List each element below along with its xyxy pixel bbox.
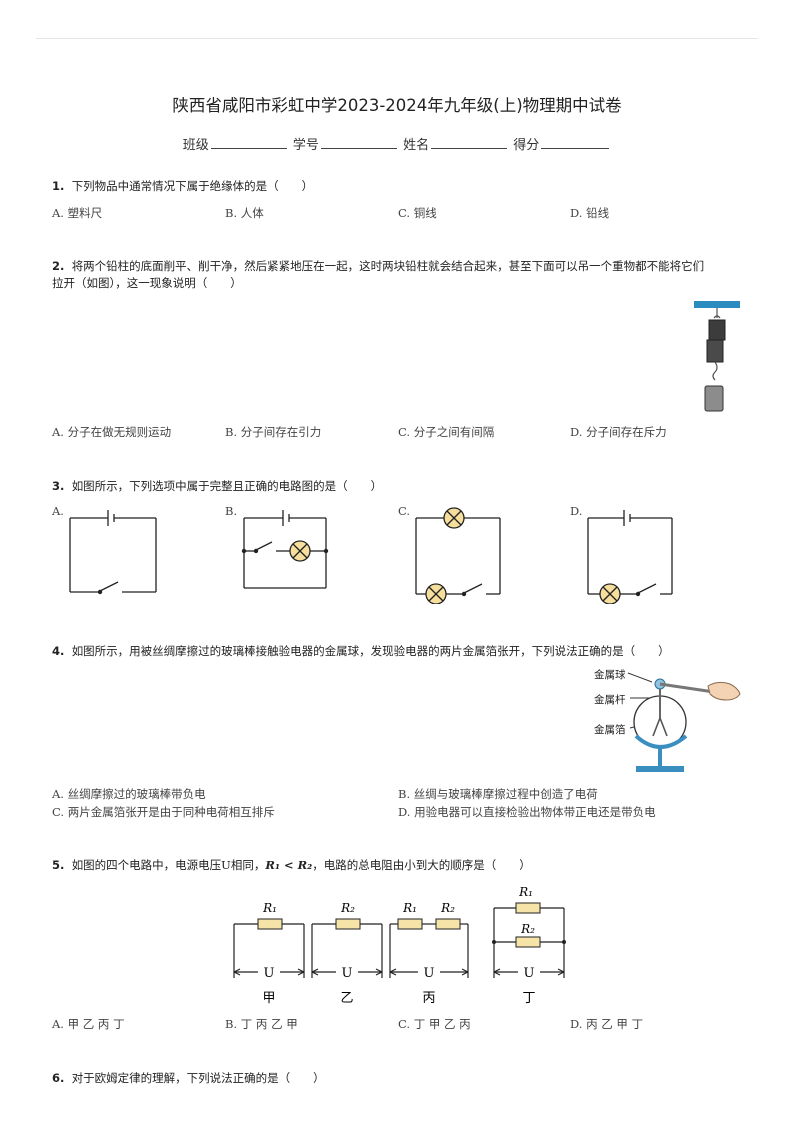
question-number: 2.: [52, 259, 65, 273]
lower-lead-cylinder: [706, 339, 724, 363]
bing-voltage-label: U: [424, 966, 435, 981]
score-label: 得分: [513, 138, 540, 153]
q3-option-c[interactable]: C.: [398, 504, 411, 518]
student-info-line: 班级 学号 姓名 得分: [0, 134, 794, 153]
question-stem-math: R₁ < R₂: [265, 858, 313, 872]
question-stem: 下列物品中通常情况下属于绝缘体的是（ ）: [71, 179, 314, 193]
q4-option-a[interactable]: A. 丝绸摩擦过的玻璃棒带负电: [52, 787, 206, 801]
q2-option-a[interactable]: A. 分子在做无规则运动: [52, 425, 172, 439]
question-3: 3. 如图所示，下列选项中属于完整且正确的电路图的是（ ）: [52, 478, 742, 495]
label-metal-ball: 金属球: [594, 669, 626, 681]
q1-option-b[interactable]: B. 人体: [225, 206, 264, 220]
support-bar: [694, 301, 740, 308]
jia-name: 甲: [262, 991, 275, 1006]
ding-resistor-2-label: R₂: [520, 922, 535, 936]
question-number: 5.: [52, 858, 65, 872]
circuit-jia: R₁ U 甲: [233, 901, 305, 1006]
question-number: 4.: [52, 644, 65, 658]
question-4: 4. 如图所示，用被丝绸摩擦过的玻璃棒接触验电器的金属球，发现验电器的两片金属箔…: [52, 643, 742, 660]
metal-foils: [652, 717, 668, 737]
question-stem-line2: 拉开（如图），这一现象说明（ ）: [52, 276, 242, 290]
q3-circuit-c: [415, 507, 501, 604]
circuit-bing: R₁ R₂ U 丙: [389, 901, 469, 1006]
q5-option-d[interactable]: D. 丙 乙 甲 丁: [570, 1017, 644, 1031]
bing-resistor-2-label: R₂: [440, 901, 455, 915]
label-metal-foil: 金属箔: [594, 724, 626, 736]
q3-circuit-a: [69, 510, 157, 595]
score-blank[interactable]: [541, 136, 610, 149]
question-1: 1. 下列物品中通常情况下属于绝缘体的是（ ）: [52, 178, 742, 195]
switch-lever: [99, 581, 119, 592]
question-stem: 对于欧姆定律的理解，下列说法正确的是（ ）: [71, 1071, 325, 1085]
question-number: 3.: [52, 479, 65, 493]
name-label: 姓名: [403, 138, 430, 153]
q5-option-c[interactable]: C. 丁 甲 乙 丙: [398, 1017, 471, 1031]
q4-option-d[interactable]: D. 用验电器可以直接检验出物体带正电还是带负电: [398, 805, 656, 819]
q2-option-b[interactable]: B. 分子间存在引力: [225, 425, 322, 439]
yi-name: 乙: [340, 991, 353, 1006]
lead-cylinders-figure: [694, 301, 740, 412]
question-5: 5. 如图的四个电路中，电源电压U相同，R₁ < R₂，电路的总电阻由小到大的顺…: [52, 857, 742, 874]
question-number: 6.: [52, 1071, 65, 1085]
stand-base: [636, 766, 684, 772]
question-stem-pre: 如图的四个电路中，电源电压U相同，: [71, 858, 266, 872]
q4-option-c[interactable]: C. 两片金属箔张开是由于同种电荷相互排斥: [52, 805, 275, 819]
ding-name: 丁: [522, 991, 535, 1006]
q3-circuit-d: [587, 510, 673, 604]
q3-circuit-b: [241, 510, 329, 589]
weight: [704, 385, 724, 412]
q2-option-d[interactable]: D. 分子间存在斥力: [570, 425, 667, 439]
q5-option-b[interactable]: B. 丁 丙 乙 甲: [225, 1017, 298, 1031]
yi-voltage-label: U: [342, 966, 353, 981]
yi-resistor-label: R₂: [340, 901, 355, 915]
bing-name: 丙: [422, 991, 435, 1006]
q1-option-d[interactable]: D. 铅线: [570, 206, 610, 220]
header-divider: [36, 38, 758, 39]
question-6: 6. 对于欧姆定律的理解，下列说法正确的是（ ）: [52, 1070, 742, 1087]
ding-voltage-label: U: [524, 966, 535, 981]
q5-option-a[interactable]: A. 甲 乙 丙 丁: [52, 1017, 125, 1031]
electroscope-figure: 金属球 金属杆 金属箔: [586, 662, 746, 780]
hand: [707, 681, 741, 701]
q2-option-c[interactable]: C. 分子之间有间隔: [398, 425, 495, 439]
name-blank[interactable]: [431, 136, 508, 149]
question-2: 2. 将两个铅柱的底面削平、削干净，然后紧紧地压在一起，这时两块铅柱就会结合起来…: [52, 258, 742, 292]
q3-option-d[interactable]: D.: [570, 504, 583, 518]
q3-option-a[interactable]: A.: [52, 504, 64, 518]
q5-circuits-figure: R₁ U 甲 R₂ U 乙 R₁ R₂ U 丙: [233, 885, 566, 1006]
jia-resistor-label: R₁: [262, 901, 277, 915]
circuit-ding: R₁ R₂ U 丁: [492, 885, 566, 1006]
question-stem: 如图所示，下列选项中属于完整且正确的电路图的是（ ）: [71, 479, 383, 493]
ding-resistor-1-label: R₁: [518, 885, 533, 899]
q1-option-a[interactable]: A. 塑料尺: [52, 206, 103, 220]
label-metal-rod: 金属杆: [594, 694, 626, 706]
q1-option-c[interactable]: C. 铜线: [398, 206, 437, 220]
glass-rod: [659, 682, 715, 694]
upper-lead-cylinder: [708, 319, 726, 341]
q3-option-b[interactable]: B.: [225, 504, 238, 518]
student-id-label: 学号: [292, 138, 319, 153]
bing-resistor-1-label: R₁: [402, 901, 417, 915]
jia-voltage-label: U: [264, 966, 275, 981]
q4-option-b[interactable]: B. 丝绸与玻璃棒摩擦过程中创造了电荷: [398, 787, 598, 801]
circuit-yi: R₂ U 乙: [311, 901, 383, 1006]
question-stem-post: ，电路的总电阻由小到大的顺序是（ ）: [312, 858, 531, 872]
question-stem: 如图所示，用被丝绸摩擦过的玻璃棒接触验电器的金属球，发现验电器的两片金属箔张开，…: [71, 644, 670, 658]
student-id-blank[interactable]: [320, 136, 397, 149]
question-number: 1.: [52, 179, 65, 193]
class-blank[interactable]: [210, 136, 287, 149]
question-stem-line1: 将两个铅柱的底面削平、削干净，然后紧紧地压在一起，这时两块铅柱就会结合起来，甚至…: [71, 259, 705, 273]
page-title: 陕西省咸阳市彩虹中学2023-2024年九年级(上)物理期中试卷: [172, 96, 622, 115]
class-label: 班级: [182, 138, 209, 153]
